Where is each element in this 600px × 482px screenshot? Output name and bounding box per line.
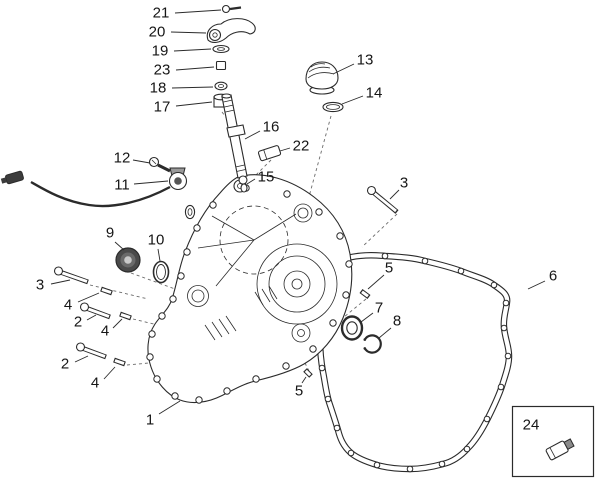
callout-leader-line xyxy=(389,189,400,200)
callout-leader-line xyxy=(114,241,125,251)
bolt-part-3-right xyxy=(366,185,399,214)
part-number-label-2: 2 xyxy=(61,356,69,373)
lever-part-20 xyxy=(206,18,256,43)
part-number-label-23: 23 xyxy=(154,62,171,79)
bolt-part-2b xyxy=(75,342,107,360)
callout-leader-line xyxy=(246,178,256,185)
part-number-label-18: 18 xyxy=(150,80,167,97)
part-number-label-13: 13 xyxy=(357,52,374,69)
actuator-stack-parts xyxy=(206,4,256,108)
part-number-label-4: 4 xyxy=(91,375,99,392)
dowel-part-4b xyxy=(119,311,132,321)
part-number-label-24: 24 xyxy=(523,417,540,434)
nut-part-23 xyxy=(215,60,227,71)
callout-leader-line xyxy=(367,274,385,290)
left-fasteners xyxy=(53,266,132,367)
callout-leader-line xyxy=(244,130,261,140)
part-number-label-17: 17 xyxy=(154,99,171,116)
callout-leader-line xyxy=(175,66,215,71)
callout-leader-line xyxy=(112,318,123,329)
part-number-label-14: 14 xyxy=(366,85,383,102)
callout-leader-line xyxy=(174,9,222,14)
bushing-part-22 xyxy=(257,145,282,162)
callout-leader-line xyxy=(132,159,151,164)
part-number-label-10: 10 xyxy=(148,232,165,249)
callout-leader-line xyxy=(332,63,355,75)
o-ring-part-18 xyxy=(214,81,228,91)
screw-part-12 xyxy=(148,156,171,173)
o-ring-part-14 xyxy=(322,101,344,113)
part-number-label-6: 6 xyxy=(549,268,557,285)
callout-leader-line xyxy=(279,147,291,152)
part-number-label-4: 4 xyxy=(64,297,72,314)
screw-part-21 xyxy=(221,4,242,14)
clutch-shaft-part-16 xyxy=(221,93,248,185)
callout-leader-line xyxy=(173,48,212,52)
inset-box: 24 xyxy=(511,405,595,478)
bolt-part-3-left xyxy=(53,266,89,285)
circlip-part-8 xyxy=(363,334,382,354)
part-number-label-19: 19 xyxy=(152,43,169,60)
dowel-part-4c xyxy=(113,357,126,367)
callout-leader-line xyxy=(157,248,161,262)
inspection-plug-part-9 xyxy=(115,247,141,273)
callout-leader-line xyxy=(175,101,213,107)
part-number-label-20: 20 xyxy=(149,24,166,41)
callout-leader-line xyxy=(133,180,169,185)
part-number-label-21: 21 xyxy=(153,5,170,22)
oil-filler-cap-part-13 xyxy=(305,61,339,95)
inset-box-border xyxy=(511,405,595,478)
part-number-label-15: 15 xyxy=(258,169,275,186)
part-number-label-9: 9 xyxy=(106,225,114,242)
cover-hatching xyxy=(204,285,278,341)
part-number-label-3: 3 xyxy=(400,175,408,192)
callout-leader-line xyxy=(170,31,207,34)
cover-bolt-holes xyxy=(146,184,353,404)
part-number-label-8: 8 xyxy=(393,313,401,330)
callout-leader-line xyxy=(74,355,89,363)
part-number-label-11: 11 xyxy=(114,177,130,194)
plug-part-drawing-24 xyxy=(545,438,575,461)
clutch-cover-drawing xyxy=(146,174,353,404)
callout-leader-line xyxy=(77,292,100,303)
part-number-label-22: 22 xyxy=(293,138,310,155)
oil-seal-part-7 xyxy=(340,315,364,341)
callout-leader-line xyxy=(103,366,116,380)
dowel-part-5-right xyxy=(359,289,371,299)
dowel-part-5-bottom xyxy=(303,368,313,378)
callout-leader-line xyxy=(527,280,546,290)
callout-leader-line xyxy=(360,312,374,323)
callout-leader-line xyxy=(301,376,307,384)
part-number-label-7: 7 xyxy=(375,300,383,317)
washer-part-19 xyxy=(212,44,230,54)
callout-leader-line xyxy=(341,95,364,105)
o-ring-part-10 xyxy=(152,260,170,284)
callout-leader-line xyxy=(378,327,392,339)
part-number-label-12: 12 xyxy=(114,150,131,167)
part-number-label-3: 3 xyxy=(36,277,44,294)
cable-connector xyxy=(0,170,24,185)
callout-leader-line xyxy=(171,86,214,89)
callout-leader-line xyxy=(158,400,181,415)
bolt-part-2a xyxy=(79,302,111,320)
part-number-label-5: 5 xyxy=(295,383,303,400)
callout-leader-line xyxy=(86,314,97,321)
dowel-part-4a xyxy=(100,286,113,296)
pin-part-15 xyxy=(240,183,248,193)
neutral-switch-part-11 xyxy=(0,167,196,220)
part-number-label-2: 2 xyxy=(74,314,82,331)
part-number-label-1: 1 xyxy=(146,412,154,429)
part-number-label-16: 16 xyxy=(263,119,280,136)
part-number-label-4: 4 xyxy=(101,323,109,340)
part-number-label-5: 5 xyxy=(385,260,393,277)
callout-leader-line xyxy=(50,279,71,285)
